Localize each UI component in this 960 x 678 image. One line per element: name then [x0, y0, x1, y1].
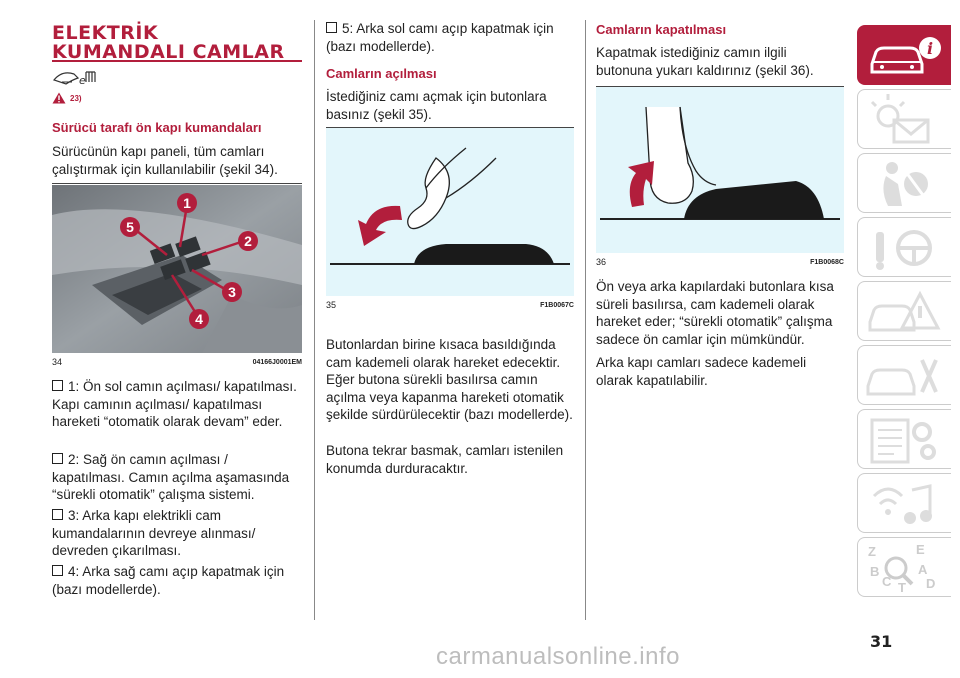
title-underline: [52, 60, 302, 62]
warning-triangle-icon: [52, 92, 66, 104]
callout-3: [222, 282, 242, 302]
svg-text:e: e: [79, 74, 86, 87]
multimedia-icon: [872, 484, 932, 524]
figure-36-code: F1B0068C: [810, 259, 844, 266]
svg-text:Z: Z: [868, 544, 876, 559]
figure-35-code: F1B0067C: [540, 302, 574, 309]
opening-paragraph-1: Butonlardan birine kısaca basıldığında c…: [326, 337, 573, 422]
section-heading-opening: Camların açılması: [326, 66, 437, 81]
title-line-2: KUMANDALI CAMLAR: [52, 41, 285, 63]
tab-multimedia[interactable]: [857, 473, 951, 533]
svg-text:C: C: [882, 574, 892, 589]
callout-4-label: 4: [195, 311, 203, 327]
tab-safety[interactable]: [857, 153, 951, 213]
emergency-icon: [868, 290, 941, 332]
section-heading-driver: Sürücü tarafı ön kapı kumandaları: [52, 120, 262, 135]
figure-35-number: 35: [326, 300, 337, 310]
airbag-safety-icon: [883, 162, 930, 206]
callout-1: [177, 193, 197, 213]
list-item-4: 4: Arka sağ camı açıp kapatmak için (baz…: [52, 564, 285, 597]
closing-paragraph-2: Arka kapı camları sadece kademeli olarak…: [596, 355, 807, 388]
opening-intro: İstediğiniz camı açmak için butonlara ba…: [326, 89, 547, 122]
svg-text:i: i: [927, 39, 933, 58]
warning-reference: 23): [52, 92, 82, 104]
watermark: carmanualsonline.info: [436, 643, 680, 670]
closing-paragraph-1: Ön veya arka kapılardaki butonlara kısa …: [596, 279, 834, 347]
svg-text:E: E: [916, 542, 925, 557]
opening-paragraph-2: Butona tekrar basmak, camları istenilen …: [326, 443, 564, 476]
figure-34-door-panel-photo: 1 2 3 4 5: [52, 185, 302, 353]
title-line-1: ELEKTRİK: [52, 22, 159, 44]
svg-text:A: A: [918, 562, 928, 577]
closing-intro: Kapatmak istediğiniz camın ilgili butonu…: [596, 45, 814, 78]
figure-34-rule: [52, 183, 302, 184]
callout-5: [120, 217, 140, 237]
svg-text:D: D: [926, 576, 935, 591]
column-left: ELEKTRİK KUMANDALI CAMLAR e 23) Sürücü t…: [52, 0, 302, 620]
section-heading-closing: Camların kapatılması: [596, 22, 727, 37]
callout-5-label: 5: [126, 219, 134, 235]
index-icon: Z E B A C T D: [868, 542, 935, 595]
callout-1-label: 1: [183, 195, 191, 211]
list-item-2: 2: Sağ ön camın açılması / kapatılması. …: [52, 452, 290, 502]
power-window-icon: e: [52, 71, 96, 87]
tab-index[interactable]: Z E B A C T D: [857, 537, 951, 597]
list-item-5: 5: Arka sol camı açıp kapatmak için (baz…: [326, 21, 554, 54]
column-divider-2: [585, 20, 586, 620]
figure-35-rule: [326, 127, 574, 128]
column-middle: 5: Arka sol camı açıp kapatmak için (baz…: [326, 0, 574, 620]
tab-technical-data[interactable]: [857, 409, 951, 469]
figure-36-rule: [596, 86, 844, 87]
figure-34-number: 34: [52, 357, 63, 367]
svg-text:T: T: [898, 580, 906, 595]
figure-36-lift-button-illustration: [596, 87, 844, 253]
svg-text:B: B: [870, 564, 879, 579]
maintenance-icon: [866, 359, 938, 396]
callout-3-label: 3: [228, 284, 236, 300]
column-right: Camların kapatılması Kapatmak istediğini…: [596, 0, 844, 620]
tab-maintenance[interactable]: [857, 345, 951, 405]
tab-car-info[interactable]: i: [857, 25, 951, 85]
warning-lights-icon: [870, 94, 930, 144]
starting-driving-icon: [876, 230, 932, 270]
warning-number: 23): [70, 93, 82, 103]
list-item-3: 3: Arka kapı elektrikli cam kumandaların…: [52, 508, 256, 558]
column-divider-1: [314, 20, 315, 620]
car-info-icon: i: [870, 37, 941, 74]
figure-36-number: 36: [596, 257, 607, 267]
arrow-up-icon: [628, 161, 654, 207]
tab-starting-driving[interactable]: [857, 217, 951, 277]
callout-2: [238, 231, 258, 251]
tab-warning-lights[interactable]: [857, 89, 951, 149]
driver-intro: Sürücünün kapı paneli, tüm camları çalış…: [52, 144, 278, 177]
list-item-1: 1: Ön sol camın açılması/ kapatılması. K…: [52, 379, 297, 429]
callout-4: [189, 309, 209, 329]
technical-data-icon: [870, 418, 936, 464]
tab-emergency[interactable]: [857, 281, 951, 341]
figure-35-press-button-illustration: [326, 128, 574, 296]
page-title: ELEKTRİK KUMANDALI CAMLAR: [52, 24, 285, 62]
arrow-down-icon: [358, 205, 402, 246]
callout-2-label: 2: [244, 233, 252, 249]
figure-34-code: 04166J0001EM: [252, 359, 302, 366]
page-number: 31: [870, 632, 893, 651]
